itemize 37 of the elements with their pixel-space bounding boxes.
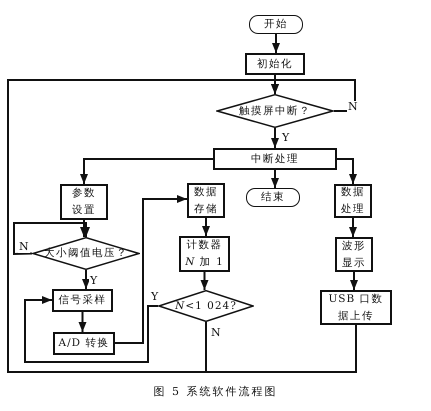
- process-box: 波形显示: [335, 237, 373, 272]
- edge-label: Y: [281, 132, 290, 144]
- arrow: [82, 270, 90, 289]
- process-box: A/D 转换: [53, 332, 115, 355]
- arrow: [80, 158, 213, 184]
- process-box: 参数设置: [60, 184, 108, 220]
- arrow: [202, 218, 210, 236]
- edge-label: N: [18, 241, 30, 253]
- arrow: [80, 220, 88, 237]
- arrow: [7, 79, 357, 373]
- arrow: [337, 158, 357, 184]
- process-box: USB 口数据上传: [320, 290, 392, 325]
- edge-label: Y: [150, 291, 160, 303]
- process-box: 中断处理: [213, 148, 337, 170]
- process-box: 计数器 N 加 1: [179, 236, 230, 272]
- process-box: 信号采样: [52, 289, 113, 312]
- arrow: [24, 296, 158, 363]
- terminal-box: 结束: [246, 188, 300, 207]
- terminal-box: 开始: [249, 15, 303, 34]
- arrow: [200, 272, 208, 290]
- edge-label: N: [347, 101, 359, 113]
- edge-label: Y: [89, 275, 98, 287]
- arrow: [272, 34, 280, 53]
- arrow: [115, 195, 187, 344]
- arrow: [271, 128, 279, 148]
- arrow: [350, 272, 358, 290]
- arrow: [13, 222, 90, 256]
- process-box: 数据处理: [334, 184, 372, 218]
- arrow: [78, 312, 86, 332]
- process-box: 初始化: [245, 53, 305, 75]
- decision-diamond: N<1 024?: [158, 290, 254, 322]
- decision-diamond: 触摸屏中断？: [216, 94, 334, 128]
- arrow: [271, 170, 279, 188]
- arrow: [349, 218, 357, 237]
- caption: 图 5 系统软件流程图: [154, 384, 278, 399]
- process-box: 数据存储: [187, 183, 225, 218]
- edge-label: N: [210, 327, 222, 339]
